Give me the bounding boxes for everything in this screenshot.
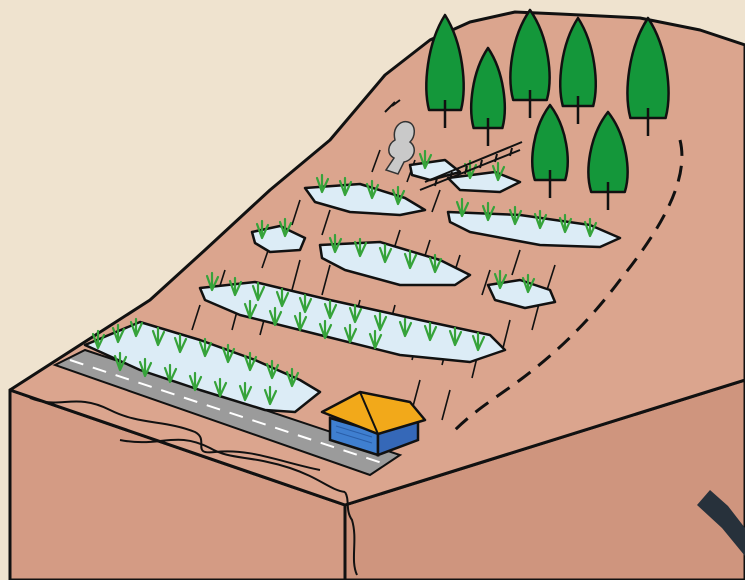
terraced-hillside-illustration bbox=[0, 0, 745, 580]
